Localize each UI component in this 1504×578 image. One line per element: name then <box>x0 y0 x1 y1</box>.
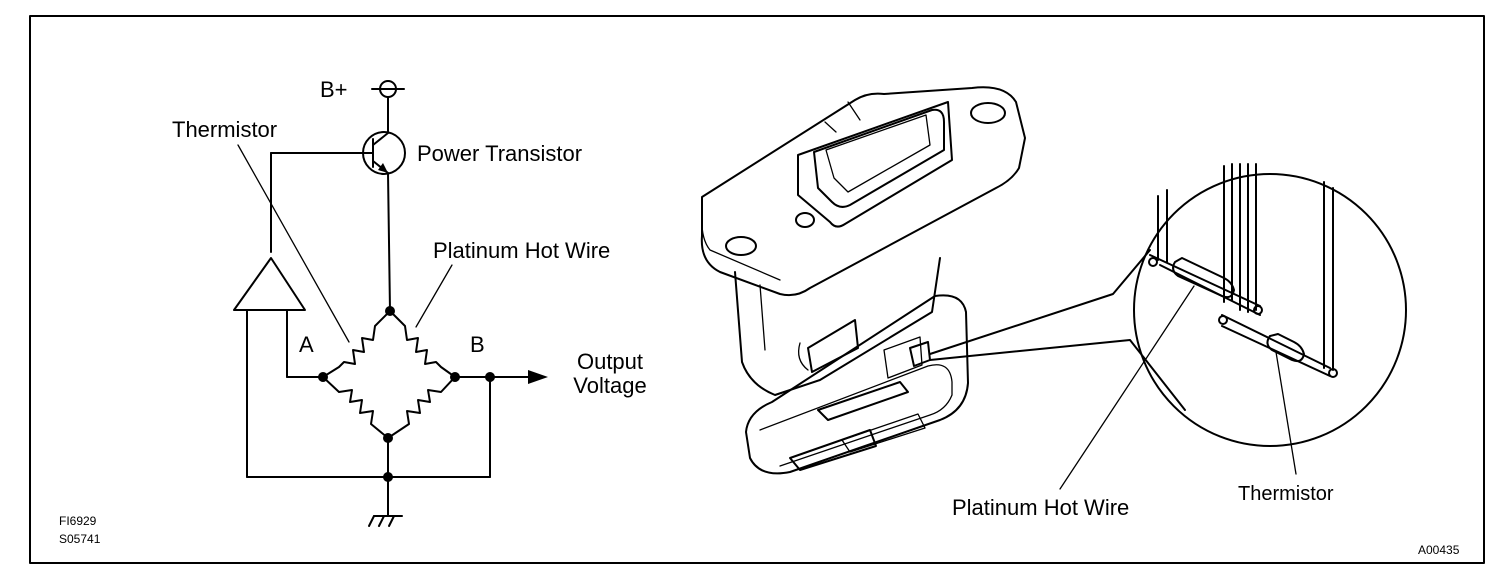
junction-dots <box>318 306 495 482</box>
output-voltage-line2: Voltage <box>573 373 647 398</box>
thermistor-leader-line <box>237 144 350 343</box>
reference-code: S05741 <box>59 532 101 546</box>
hot-wire-leader-line <box>415 264 453 328</box>
figure-border <box>29 15 1485 564</box>
amplifier-symbol <box>233 257 306 311</box>
magnified-wires <box>1148 163 1338 378</box>
image-code: A00435 <box>1418 543 1460 557</box>
circuit-schematic <box>233 80 548 527</box>
thermistor-callout-line <box>1275 351 1297 475</box>
platinum-hot-wire-label-right: Platinum Hot Wire <box>952 495 1130 520</box>
magnified-detail-circle <box>1133 173 1407 447</box>
power-transistor-symbol <box>270 131 406 312</box>
supply-terminal-symbol <box>371 80 405 134</box>
output-voltage-line1: Output <box>576 349 644 374</box>
node-b-label: B <box>470 332 485 357</box>
hot-wire-callout-line <box>1059 285 1195 490</box>
output-arrow <box>528 370 548 384</box>
thermistor-label-left: Thermistor <box>172 117 278 142</box>
node-a-label: A <box>299 332 314 357</box>
thermistor-label-right: Thermistor <box>1238 483 1334 505</box>
platinum-hot-wire-label-left: Platinum Hot Wire <box>433 238 611 263</box>
output-voltage-label: Output Voltage <box>560 351 660 397</box>
air-flow-meter-illustration <box>700 86 1407 490</box>
bridge-resistors <box>322 310 456 439</box>
figure-code: FI6929 <box>59 514 97 528</box>
power-transistor-label: Power Transistor <box>417 141 583 166</box>
ground-symbol <box>368 515 403 527</box>
b-plus-label: B+ <box>320 77 348 102</box>
